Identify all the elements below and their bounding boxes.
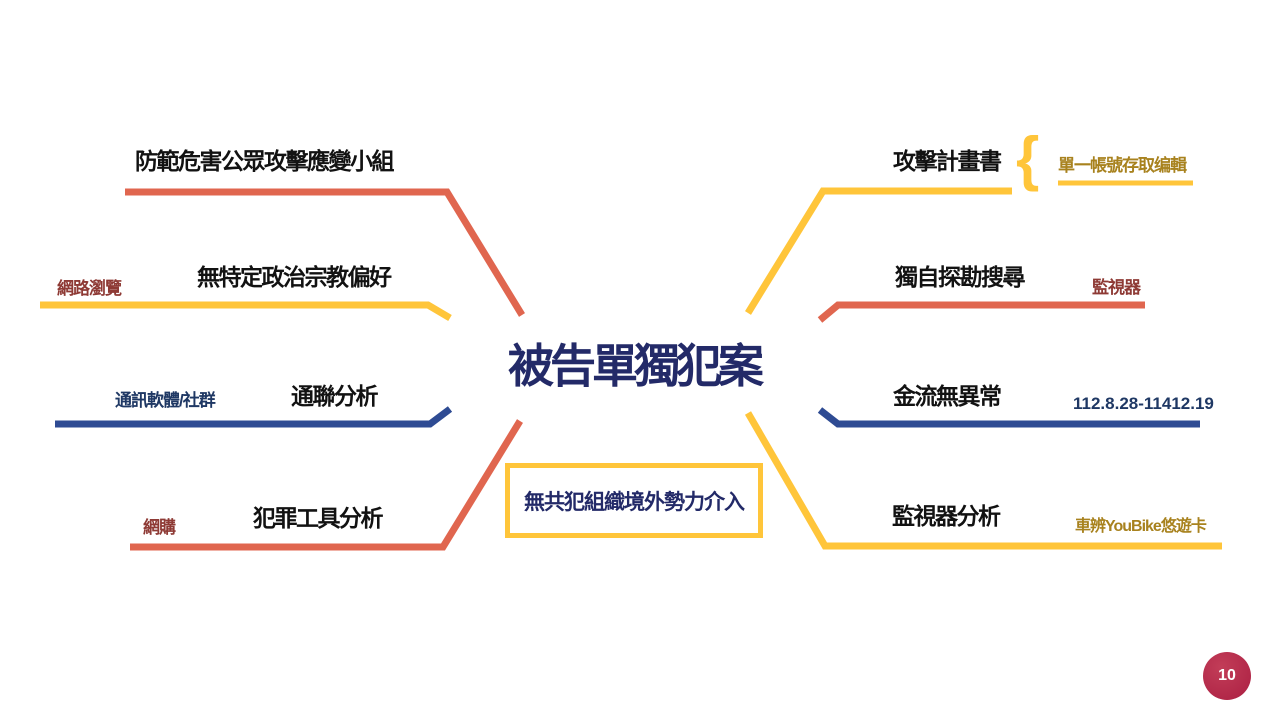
branch-label-attack-plan: 攻擊計畫書 — [893, 148, 1002, 174]
page-number: 10 — [1218, 667, 1236, 684]
branch-label-response-team: 防範危害公眾攻擊應變小組 — [135, 148, 395, 174]
branch-label-no-political-bias: 無特定政治宗教偏好 — [197, 264, 392, 290]
branch-label-comm-analysis: 通聯分析 — [291, 383, 379, 409]
line-comm-analysis — [55, 406, 453, 428]
line-attack-plan — [745, 187, 1012, 315]
branch-tag-messaging-social: 通訊軟體/社群 — [115, 391, 216, 410]
branch-label-crime-tools: 犯罪工具分析 — [253, 505, 384, 531]
line-cctv-analysis — [744, 411, 1222, 550]
line-cash-flow — [817, 407, 1200, 428]
branch-annotation-single-account: 單一帳號存取编輯 — [1058, 156, 1187, 175]
branch-label-cctv-analysis: 監視器分析 — [892, 503, 1001, 529]
note-box: 無共犯組織境外勢力介入 — [505, 463, 763, 538]
branch-tag-web-browsing: 網路瀏覽 — [57, 279, 122, 298]
brace-icon: { — [1016, 125, 1040, 192]
branch-annotation-date-range: 112.8.28-11412.19 — [1073, 394, 1214, 413]
center-title: 被告單獨犯案 — [508, 340, 764, 392]
line-response-team — [125, 188, 525, 317]
branch-tag-online-shopping: 網購 — [143, 518, 176, 537]
line-crime-tools — [130, 419, 523, 551]
page-number-badge: 10 — [1203, 652, 1251, 700]
branch-label-solo-recon: 獨自探勘搜尋 — [895, 264, 1026, 290]
line-solo-recon — [817, 301, 1145, 323]
line-no-political-bias — [40, 301, 452, 322]
branch-annotation-cctv: 監視器 — [1092, 278, 1141, 297]
branch-label-cash-flow: 金流無異常 — [893, 383, 1002, 409]
branch-annotation-vehicle-youbike-easycard: 車辨YouBike悠遊卡 — [1075, 518, 1207, 535]
